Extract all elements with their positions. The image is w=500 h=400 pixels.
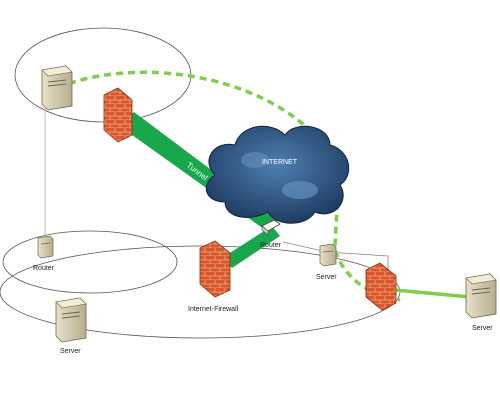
server-bottom-label: Server bbox=[60, 348, 81, 355]
firewall-icon-internet bbox=[199, 240, 231, 298]
internet-cloud bbox=[205, 125, 350, 224]
server-right-label: Server bbox=[472, 325, 493, 332]
link-firewall-to-server bbox=[394, 288, 471, 299]
vpn-dashed-link bbox=[57, 70, 401, 302]
firewall-label: Internet-Firewall bbox=[188, 306, 239, 313]
server-icon-bottom bbox=[55, 297, 87, 343]
network-zone-top bbox=[14, 27, 192, 123]
router-top-label: Router bbox=[260, 242, 282, 249]
server-icon-right bbox=[465, 273, 497, 319]
firewall-icon-right bbox=[365, 262, 397, 311]
server-icon-mid bbox=[319, 243, 337, 267]
server-icon bbox=[41, 65, 73, 111]
server-mid-label: Server bbox=[316, 274, 337, 281]
tunnel-band-lower bbox=[222, 226, 280, 268]
router-icon-left bbox=[37, 235, 54, 259]
internet-label: INTERNET bbox=[262, 159, 298, 166]
firewall-icon-top bbox=[103, 87, 133, 143]
network-zone-left bbox=[2, 230, 178, 294]
router-icon-top bbox=[261, 219, 281, 236]
router-left-label: Router bbox=[33, 265, 55, 272]
